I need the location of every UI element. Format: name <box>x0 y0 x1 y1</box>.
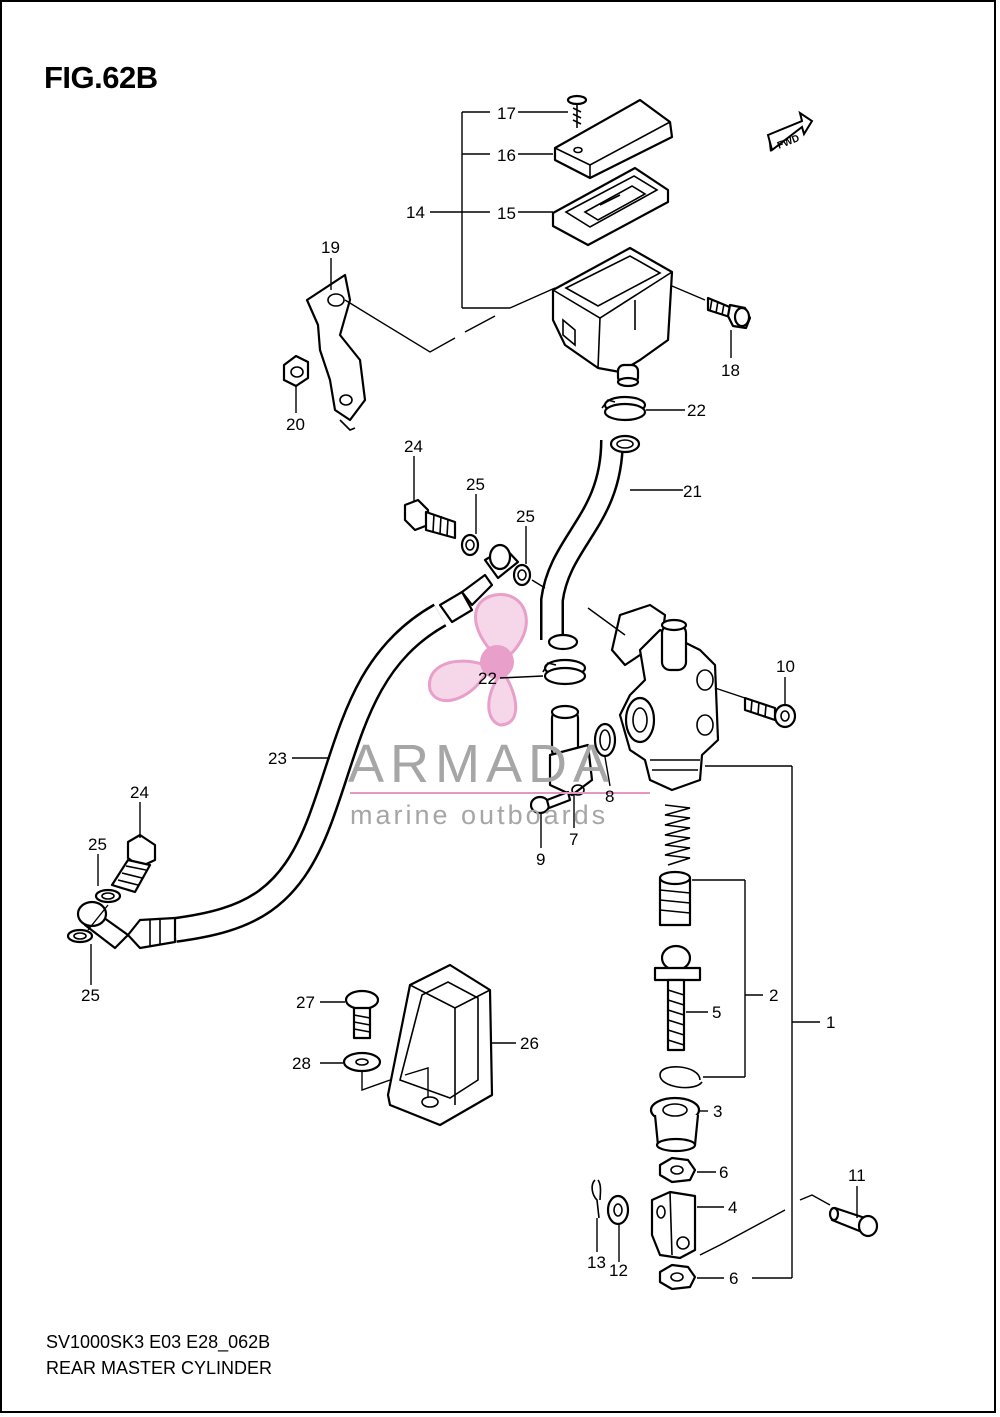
callout-7: 7 <box>569 830 578 849</box>
part-11-pin <box>828 1206 879 1238</box>
callout-23: 23 <box>268 749 287 768</box>
part-5-push-rod <box>653 944 702 1052</box>
part-13-cotter-pin <box>591 1179 602 1219</box>
callout-28: 28 <box>292 1054 311 1073</box>
part-1-master-cylinder <box>610 603 720 792</box>
callout-6-bottom: 6 <box>729 1269 738 1288</box>
part-spring <box>664 804 691 866</box>
callout-5: 5 <box>712 1003 721 1022</box>
callout-12: 12 <box>609 1261 628 1280</box>
part-14-reservoir <box>551 246 674 388</box>
callout-22-mid: 22 <box>478 669 497 688</box>
part-18-bolt <box>706 296 752 330</box>
part-20-nut <box>282 354 310 388</box>
callout-2: 2 <box>769 986 778 1005</box>
part-8-o-ring <box>593 722 617 758</box>
callout-24-bottom: 24 <box>130 783 149 802</box>
part-9-screw <box>529 790 572 815</box>
callout-17: 17 <box>497 104 516 123</box>
callout-14: 14 <box>406 203 425 222</box>
callout-9: 9 <box>536 850 545 869</box>
section-name: REAR MASTER CYLINDER <box>46 1358 273 1378</box>
callout-25-a: 25 <box>466 475 485 494</box>
callout-10: 10 <box>776 657 795 676</box>
part-6-nut-bottom <box>658 1263 697 1291</box>
callout-21: 21 <box>683 482 702 501</box>
part-4-clevis <box>650 1190 697 1260</box>
part-12-washer <box>606 1194 630 1226</box>
callout-25-c: 25 <box>88 835 107 854</box>
callout-4: 4 <box>728 1198 737 1217</box>
callout-13: 13 <box>587 1253 606 1272</box>
callout-24-top: 24 <box>404 437 423 456</box>
part-24-union-bolt-top <box>403 498 457 540</box>
callout-25-d: 25 <box>81 986 100 1005</box>
callout-27: 27 <box>296 993 315 1012</box>
watermark-logo <box>428 593 528 727</box>
part-21-hose <box>540 434 641 651</box>
callout-8: 8 <box>605 787 614 806</box>
part-23-brake-hose <box>76 543 520 950</box>
callout-11: 11 <box>848 1166 866 1185</box>
figure-title: FIG.62B <box>44 60 158 95</box>
watermark-tagline: marine outboards <box>350 800 608 830</box>
part-22-clamp-top <box>601 395 647 422</box>
callout-15: 15 <box>497 204 516 223</box>
callout-18: 18 <box>721 361 740 380</box>
fwd-arrow-icon <box>766 110 814 152</box>
callout-6-top: 6 <box>719 1163 728 1182</box>
callout-16: 16 <box>497 146 516 165</box>
part-25-washer-b <box>512 563 532 587</box>
part-22-clamp-mid <box>542 658 587 686</box>
part-6-nut-top <box>658 1156 697 1184</box>
part-25-washer-d <box>66 928 94 944</box>
part-3-boot <box>649 1096 701 1153</box>
part-17-screw <box>566 94 588 128</box>
part-24-union-bolt-bottom <box>110 833 157 894</box>
part-2-piston-cup <box>658 870 692 927</box>
part-10-bolt <box>743 696 797 729</box>
part-26-guard <box>386 963 494 1127</box>
part-25-washer-c <box>94 888 122 904</box>
callout-19: 19 <box>321 238 340 257</box>
callout-22-top: 22 <box>687 401 706 420</box>
callout-3: 3 <box>713 1102 722 1121</box>
part-19-bracket <box>305 273 367 431</box>
leader-lines <box>87 111 858 1279</box>
part-7-inlet-fitting <box>548 704 594 797</box>
model-code: SV1000SK3 E03 E28_062B <box>46 1332 271 1352</box>
callout-20: 20 <box>286 415 305 434</box>
part-25-washer-a <box>460 533 480 557</box>
part-15-diaphragm <box>551 166 670 247</box>
part-circlip <box>659 1065 703 1089</box>
callout-25-b: 25 <box>516 507 535 526</box>
callout-26: 26 <box>520 1034 539 1053</box>
part-28-washer <box>342 1051 382 1073</box>
part-16-reservoir-cap <box>553 98 674 180</box>
callout-1: 1 <box>826 1013 835 1032</box>
part-27-screw <box>344 989 380 1040</box>
watermark-brand: ARMADA <box>348 734 615 794</box>
